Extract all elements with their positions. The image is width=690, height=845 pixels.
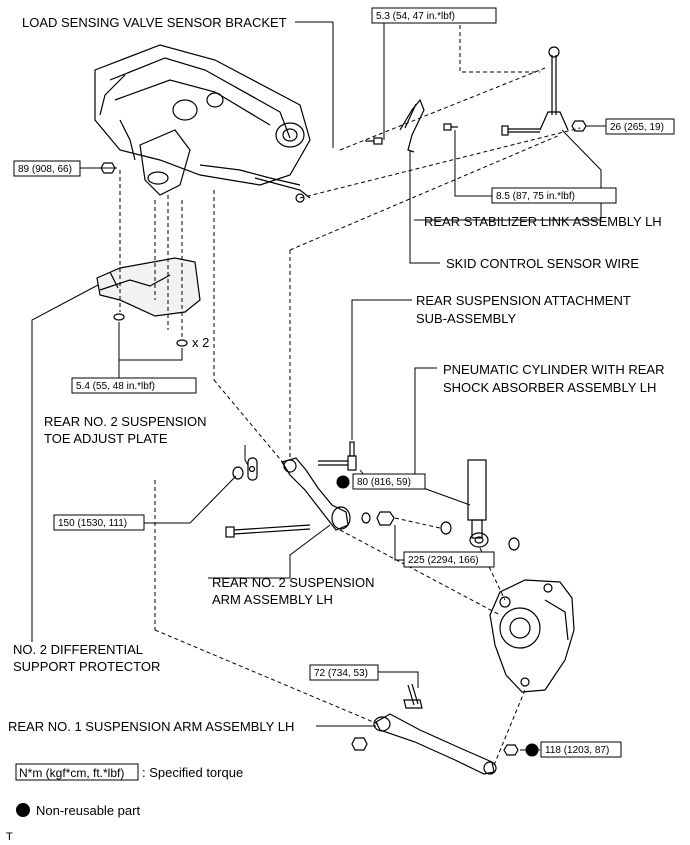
stabilizer-nut-icon xyxy=(571,120,587,132)
label-diff-support-protector-2: SUPPORT PROTECTOR xyxy=(13,659,160,674)
stabilizer-bolt-icon xyxy=(501,125,540,136)
corner-mark: T xyxy=(6,831,13,843)
torque-8-5: 8.5 (87, 75 in.*lbf) xyxy=(496,191,575,202)
legend-unit-desc: : Specified torque xyxy=(142,765,243,780)
stabilizer-link-drawing xyxy=(539,46,569,131)
label-no2-suspension-arm-2: ARM ASSEMBLY LH xyxy=(212,592,333,607)
attachment-bolt-icon xyxy=(318,441,357,471)
torque-118: 118 (1203, 87) xyxy=(545,745,609,756)
no1-suspension-arm-drawing xyxy=(373,713,497,775)
torque-5-4: 5.4 (55, 48 in.*lbf) xyxy=(76,381,155,392)
legend-unit-box: N*m (kgf*cm, ft.*lbf) xyxy=(19,766,124,780)
shock-absorber-drawing xyxy=(467,459,489,548)
bracket-bolt-icon xyxy=(365,137,383,145)
no2-arm-washer-icon xyxy=(361,512,371,524)
no1-arm-nut-icon xyxy=(351,737,368,751)
torque-5-3: 5.3 (54, 47 in.*lbf) xyxy=(376,11,455,22)
small-bolt-icon xyxy=(443,123,458,131)
label-no1-suspension-arm: REAR NO. 1 SUSPENSION ARM ASSEMBLY LH xyxy=(8,719,294,734)
shock-collar-icon xyxy=(440,521,452,535)
label-skid-control-wire: SKID CONTROL SENSOR WIRE xyxy=(446,256,639,271)
skid-sensor-wire-bracket-drawing xyxy=(399,98,425,153)
no2-suspension-arm-drawing xyxy=(281,457,351,531)
torque-225: 225 (2294, 166) xyxy=(408,555,479,566)
shock-washer-icon xyxy=(508,537,520,551)
toe-adjust-plate-drawing xyxy=(247,457,258,481)
label-rear-suspension-attachment: REAR SUSPENSION ATTACHMENT xyxy=(416,293,631,308)
label-qty-x2: x 2 xyxy=(192,335,209,350)
legend-non-reusable: Non-reusable part xyxy=(36,803,140,818)
rear-suspension-member-drawing xyxy=(94,44,311,203)
label-no2-suspension-arm: REAR NO. 2 SUSPENSION xyxy=(212,575,375,590)
rear-axle-carrier-drawing xyxy=(489,579,575,693)
label-rear-stabilizer-link: REAR STABILIZER LINK ASSEMBLY LH xyxy=(424,214,662,229)
torque-150: 150 (1530, 111) xyxy=(58,518,127,529)
legend-non-reusable-dot xyxy=(16,803,30,817)
protector-bolt-icon xyxy=(113,313,188,347)
toe-nut-icon xyxy=(232,466,244,480)
torque-26: 26 (265, 19) xyxy=(610,122,664,133)
label-rear-suspension-attachment-2: SUB-ASSEMBLY xyxy=(416,311,517,326)
legend: N*m (kgf*cm, ft.*lbf) : Specified torque… xyxy=(15,763,243,818)
label-diff-support-protector: NO. 2 DIFFERENTIAL xyxy=(13,642,143,657)
alignment-dashed-lines xyxy=(119,18,581,766)
no2-arm-bolt-icon xyxy=(225,524,311,538)
label-toe-adjust-plate-2: TOE ADJUST PLATE xyxy=(44,431,168,446)
leader-lines xyxy=(31,14,606,751)
no1-arm-bolt-icon xyxy=(403,683,423,709)
no1-arm-end-nut-icon xyxy=(503,744,519,756)
torque-80: 80 (816, 59) xyxy=(357,477,411,488)
differential-support-protector-drawing xyxy=(96,257,201,317)
label-toe-adjust-plate: REAR NO. 2 SUSPENSION xyxy=(44,414,207,429)
label-pneumatic-cylinder-2: SHOCK ABSORBER ASSEMBLY LH xyxy=(443,380,656,395)
label-pneumatic-cylinder: PNEUMATIC CYLINDER WITH REAR xyxy=(443,362,665,377)
non-reusable-dot-118 xyxy=(525,743,539,757)
label-load-sensing-bracket: LOAD SENSING VALVE SENSOR BRACKET xyxy=(22,15,287,30)
non-reusable-dot-80 xyxy=(336,475,350,489)
no2-arm-nut-icon xyxy=(376,511,395,526)
torque-72: 72 (734, 53) xyxy=(314,668,368,679)
torque-89: 89 (908, 66) xyxy=(18,164,72,175)
